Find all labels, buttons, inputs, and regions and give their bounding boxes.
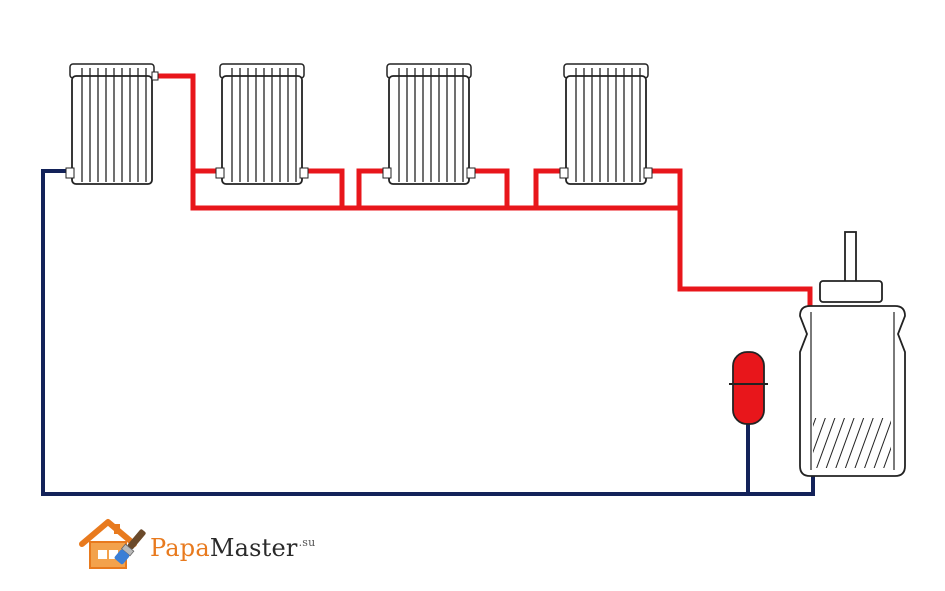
radiator-4 xyxy=(559,63,653,185)
house-brush-icon xyxy=(79,519,146,569)
radiator-3 xyxy=(382,63,476,185)
brand-name: PapaMaster.su xyxy=(150,534,315,562)
radiator-2 xyxy=(215,63,309,185)
boiler-icon xyxy=(799,231,906,477)
brand-part-master: Master xyxy=(209,534,298,562)
return-pipe xyxy=(41,169,815,496)
radiator-1 xyxy=(65,63,159,185)
papamaster-logo[interactable]: PapaMaster.su xyxy=(78,518,338,578)
expansion-tank-icon xyxy=(729,351,768,425)
brand-suffix: .su xyxy=(298,536,316,549)
brand-part-papa: Papa xyxy=(150,534,210,562)
